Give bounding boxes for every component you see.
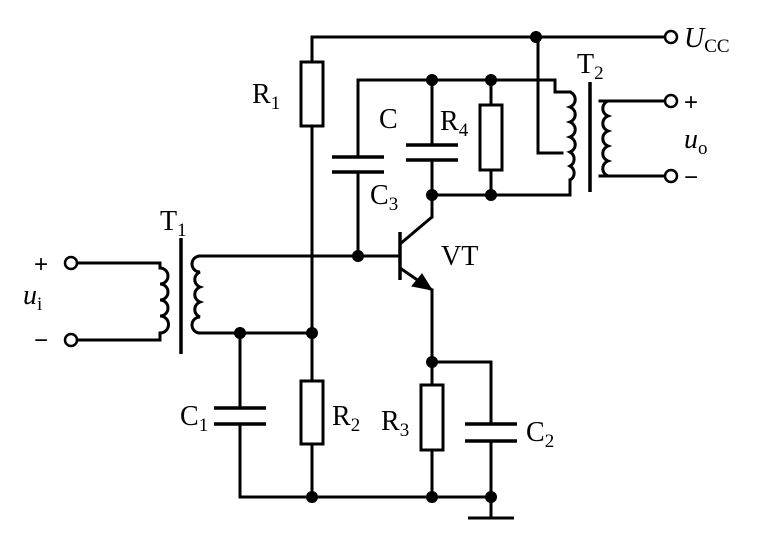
- label-vt: VT: [441, 241, 478, 272]
- wiring: [74, 35, 667, 520]
- vt-emitter-arrow: [411, 273, 434, 291]
- t2-supply-tap-wire: [536, 35, 564, 155]
- junction-dot: [234, 327, 246, 339]
- capacitor-c1: [214, 406, 266, 426]
- label-uo: uo: [684, 124, 708, 159]
- vt-collector-leg: [399, 215, 433, 246]
- label-c1: C1: [180, 401, 208, 436]
- t1-secondary-coil: [190, 254, 205, 335]
- junction-dot: [352, 250, 364, 262]
- transformer-t1: [159, 238, 205, 354]
- junction-dot: [426, 491, 438, 503]
- output-minus-terminal: [663, 168, 679, 184]
- junction-dot: [485, 491, 497, 503]
- junction-dot: [485, 74, 497, 86]
- output-plus-sign: +: [684, 89, 698, 116]
- collector-to-t2-wire: [430, 178, 572, 197]
- input-plus-sign: +: [34, 251, 48, 278]
- label-ui: ui: [23, 280, 42, 315]
- label-ucc: UCC: [684, 23, 730, 57]
- label-c3: C3: [370, 180, 398, 215]
- supply-terminal: [663, 29, 679, 45]
- junction-dot: [426, 356, 438, 368]
- junction-dot: [485, 189, 497, 201]
- junction-dot: [306, 491, 318, 503]
- input-minus-wire: [74, 331, 162, 342]
- t2-top-wire: [538, 78, 572, 94]
- c2-top-wire: [430, 360, 493, 426]
- input-minus-terminal: [63, 332, 79, 348]
- junction-dots: [234, 31, 542, 503]
- resistor-r4: [478, 103, 504, 172]
- output-plus-terminal: [663, 93, 679, 109]
- junction-dot: [530, 31, 542, 43]
- junction-dot: [426, 189, 438, 201]
- capacitor-c: [406, 143, 458, 162]
- label-r4: R4: [440, 106, 469, 141]
- label-r3: R3: [381, 406, 409, 441]
- capacitor-c2: [465, 422, 517, 443]
- input-minus-sign: −: [34, 327, 48, 354]
- resistor-r3: [419, 383, 445, 452]
- output-minus-sign: −: [684, 164, 698, 191]
- junction-dot: [426, 74, 438, 86]
- label-r1: R1: [252, 79, 280, 114]
- capacitor-c3: [332, 155, 384, 174]
- label-c: C: [379, 104, 398, 135]
- t2-primary-coil: [565, 90, 577, 182]
- resistor-r2: [299, 379, 325, 446]
- label-t1: T1: [160, 206, 187, 241]
- t1-primary-coil: [159, 266, 170, 335]
- transistor-vt: [398, 215, 434, 292]
- resistor-r1: [299, 60, 325, 128]
- label-r2: R2: [332, 401, 360, 436]
- transformer-t2: [565, 82, 613, 192]
- input-plus-terminal: [63, 255, 79, 271]
- input-plus-wire: [74, 261, 162, 270]
- junction-dot: [306, 327, 318, 339]
- t2-secondary-coil: [601, 99, 613, 178]
- label-t2: T2: [577, 49, 604, 84]
- label-c2: C2: [526, 417, 554, 452]
